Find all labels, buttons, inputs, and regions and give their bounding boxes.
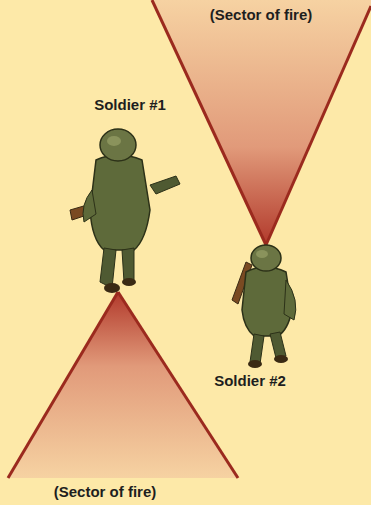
soldier-figure	[232, 245, 296, 368]
sector-of-fire-cone	[8, 292, 238, 478]
sector-label: (Sector of fire)	[54, 483, 157, 501]
soldier-figure	[70, 129, 180, 293]
sector-of-fire-cone	[152, 0, 371, 245]
soldier-label: Soldier #1	[94, 96, 166, 114]
sector-label: (Sector of fire)	[210, 6, 313, 24]
soldier-label: Soldier #2	[214, 372, 286, 390]
